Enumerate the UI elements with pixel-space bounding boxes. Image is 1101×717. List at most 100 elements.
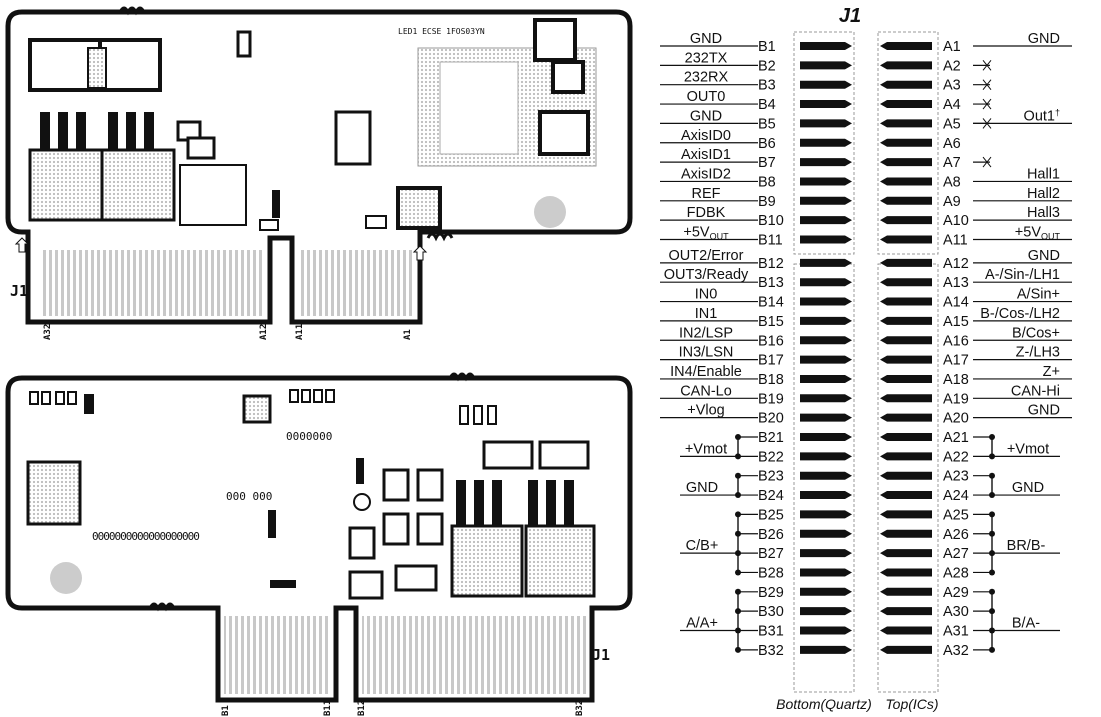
- a-pin-label: A18: [943, 372, 969, 388]
- nc-mark: [982, 98, 992, 110]
- connector-frame: [877, 31, 939, 255]
- a-pin-contact: [880, 61, 932, 70]
- svg-text:LED1 ECSE 1FOS03YN: LED1 ECSE 1FOS03YN: [398, 27, 485, 36]
- b-pin-label: B28: [758, 565, 784, 581]
- b-pin-label: B17: [758, 353, 784, 369]
- b-pin-contact: [800, 297, 852, 306]
- bus-node: [735, 530, 741, 537]
- a-pin-label: A6: [943, 136, 961, 152]
- nc-mark: [982, 156, 992, 168]
- b-signal-label: REF: [692, 186, 721, 202]
- a-pin-label: A8: [943, 174, 961, 190]
- bottom-board-pin-label: B1: [221, 705, 231, 716]
- bus-node: [989, 588, 995, 595]
- a-pin-label: A15: [943, 314, 969, 330]
- board-drawings: LED1 ECSE 1FOS03YN J1 A32 A12 A11 A1: [5, 6, 633, 716]
- b-pin-contact: [800, 452, 852, 461]
- a-pin-contact: [880, 626, 932, 635]
- a-pin-label: A23: [943, 469, 969, 485]
- b-pin-contact: [800, 177, 852, 186]
- a-pin-contact: [880, 355, 932, 364]
- bus-node: [989, 608, 995, 615]
- a-signal-label: Out1†: [1024, 107, 1060, 124]
- a-pin-label: A32: [943, 643, 969, 659]
- b-pin-label: B27: [758, 546, 784, 562]
- b-pin-label: B26: [758, 527, 784, 543]
- b-signal-label: IN2/LSP: [679, 325, 733, 341]
- b-pin-label: B16: [758, 333, 784, 349]
- a-signal-label: GND: [1028, 31, 1060, 47]
- pin-rows: B1B2B3B4B5B6B7B8B9B10B11B12B13B14B15B16B…: [758, 39, 969, 659]
- b-pin-label: B21: [758, 430, 784, 446]
- b-pin-contact: [800, 607, 852, 616]
- b-signal-label: OUT0: [687, 89, 726, 105]
- b-signal-label: OUT3/Ready: [664, 267, 749, 283]
- a-signal-label: +5VOUT: [1015, 225, 1061, 242]
- b-pin-label: B5: [758, 116, 776, 132]
- a-pin-contact: [880, 336, 932, 345]
- b-pin-contact: [800, 568, 852, 577]
- column-label-top: Top(ICs): [885, 696, 938, 712]
- a-pin-contact: [880, 394, 932, 403]
- a-signal-label: Z+: [1043, 364, 1060, 380]
- b-pin-label: B13: [758, 275, 784, 291]
- a-pin-contact: [880, 471, 932, 480]
- b-signal-label: +Vlog: [687, 403, 725, 419]
- bus-node: [735, 569, 741, 576]
- b-pin-label: B23: [758, 469, 784, 485]
- b-pin-label: B15: [758, 314, 784, 330]
- b-signal-label: OUT2/Error: [669, 248, 744, 264]
- power-group-label: +Vmot: [1007, 441, 1049, 457]
- b-signal-label: IN1: [695, 306, 718, 322]
- top-board-pin-label: A32: [43, 324, 53, 340]
- b-signal-label: 232RX: [684, 70, 729, 86]
- b-pin-contact: [800, 394, 852, 403]
- a-signal-label: Hall2: [1027, 186, 1060, 202]
- bus-node: [735, 472, 741, 479]
- b-pin-contact: [800, 549, 852, 558]
- bus-node: [735, 608, 741, 615]
- b-signal-label: AxisID2: [681, 166, 731, 182]
- b-signal-label: IN4/Enable: [670, 364, 742, 380]
- a-pin-label: A26: [943, 527, 969, 543]
- b-pin-label: B7: [758, 155, 776, 171]
- connector-frame: [793, 31, 855, 255]
- b-signal-label: IN0: [695, 287, 718, 303]
- a-pin-contact: [880, 216, 932, 225]
- a-pin-label: A11: [943, 233, 968, 249]
- a-pin-label: A19: [943, 391, 969, 407]
- b-pin-contact: [800, 510, 852, 519]
- b-pin-label: B32: [758, 643, 784, 659]
- diagram-title: J1: [839, 5, 861, 27]
- a-pin-label: A14: [943, 295, 969, 311]
- a-pin-contact: [880, 258, 932, 267]
- svg-text:0000000: 0000000: [286, 430, 332, 443]
- a-pin-label: A12: [943, 256, 969, 272]
- a-pin-contact: [880, 177, 932, 186]
- b-pin-contact: [800, 587, 852, 596]
- b-pin-contact: [800, 100, 852, 109]
- bottom-board-pin-label: B12: [357, 700, 367, 716]
- b-pin-contact: [800, 158, 852, 167]
- b-pin-label: B24: [758, 488, 784, 504]
- bottom-board-connector-label: J1: [592, 646, 610, 664]
- a-pin-contact: [880, 158, 932, 167]
- bus-node: [735, 434, 741, 440]
- b-pin-contact: [800, 433, 852, 441]
- a-pin-label: A2: [943, 58, 961, 74]
- a-pin-label: A21: [943, 430, 969, 446]
- bus-node: [989, 646, 995, 653]
- a-pin-label: A24: [943, 488, 969, 504]
- a-pin-label: A25: [943, 507, 969, 523]
- b-pin-label: B8: [758, 174, 776, 190]
- a-pin-contact: [880, 374, 932, 383]
- power-group-label: C/B+: [686, 538, 719, 554]
- b-pin-label: B19: [758, 391, 784, 407]
- b-pin-contact: [800, 336, 852, 345]
- b-pin-contact: [800, 355, 852, 364]
- a-pin-contact: [880, 278, 932, 287]
- b-pin-contact: [800, 471, 852, 480]
- a-pin-label: A31: [943, 624, 969, 640]
- b-pin-contact: [800, 491, 852, 500]
- a-pin-contact: [880, 235, 932, 244]
